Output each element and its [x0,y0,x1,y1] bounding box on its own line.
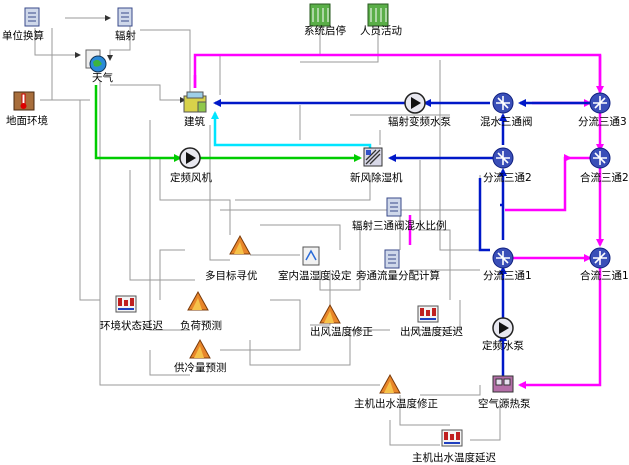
label-environment-state-delay: 环境状态延迟 [100,320,163,332]
tee-valve-icon [492,92,611,269]
label-split-tee-3: 分流三通3 [578,116,627,128]
return-water-loop [193,53,604,389]
delay-icon [115,295,463,447]
supply-water-loop [213,99,590,378]
label-air-source-heat-pump: 空气源热泵 [478,398,531,410]
heat-pump-icon [492,375,514,393]
label-bypass-flow-calculation: 旁通流量分配计算 [356,270,440,282]
label-building: 建筑 [184,116,205,128]
label-weather: 天气 [92,72,113,84]
label-split-tee-2: 分流三通2 [483,172,532,184]
label-merge-tee-1: 合流三通1 [580,270,629,282]
label-multi-objective-optimization: 多目标寻优 [205,270,258,282]
dehumidifier-icon [363,147,383,167]
ground-environment-icon [13,91,35,111]
matlab-icon [187,234,401,394]
label-load-forecast: 负荷预测 [180,320,222,332]
building-icon [183,91,207,113]
label-chiller-outlet-temp-delay: 主机出水温度延迟 [412,452,496,464]
label-mixing-three-way-valve: 混水三通阀 [480,116,533,128]
label-occupant-activity: 人员活动 [360,25,402,37]
label-split-tee-1: 分流三通1 [483,270,532,282]
pump-icon [179,92,514,339]
label-chiller-outlet-temp-correction: 主机出水温度修正 [354,398,438,410]
label-indoor-temp-humidity-setting: 室内温湿度设定 [278,270,352,282]
supply-air-path [211,111,372,150]
label-outlet-air-temp-delay: 出风温度延迟 [400,326,463,338]
label-unit-conversion: 单位换算 [2,30,44,42]
label-merge-tee-2: 合流三通2 [580,172,629,184]
label-radiation: 辐射 [115,30,136,42]
label-ground-environment: 地面环境 [6,115,48,127]
label-constant-pump: 定频水泵 [482,340,524,352]
label-radiant-vfd-pump: 辐射变频水泵 [388,116,451,128]
label-constant-fan: 定频风机 [170,172,212,184]
label-system-start-stop: 系统启停 [304,25,346,37]
weather-globe-icon [85,49,107,73]
schedule-switch-icon [309,3,389,27]
air-path [94,85,362,162]
label-outlet-air-temp-correction: 出风温度修正 [310,326,373,338]
label-radiant-valve-mix-ratio: 辐射三通阀混水比例 [352,220,447,232]
document-icon [24,7,402,269]
label-fresh-air-dehumidifier: 新风除湿机 [350,172,403,184]
label-cooling-supply-forecast: 供冷量预测 [174,362,227,374]
